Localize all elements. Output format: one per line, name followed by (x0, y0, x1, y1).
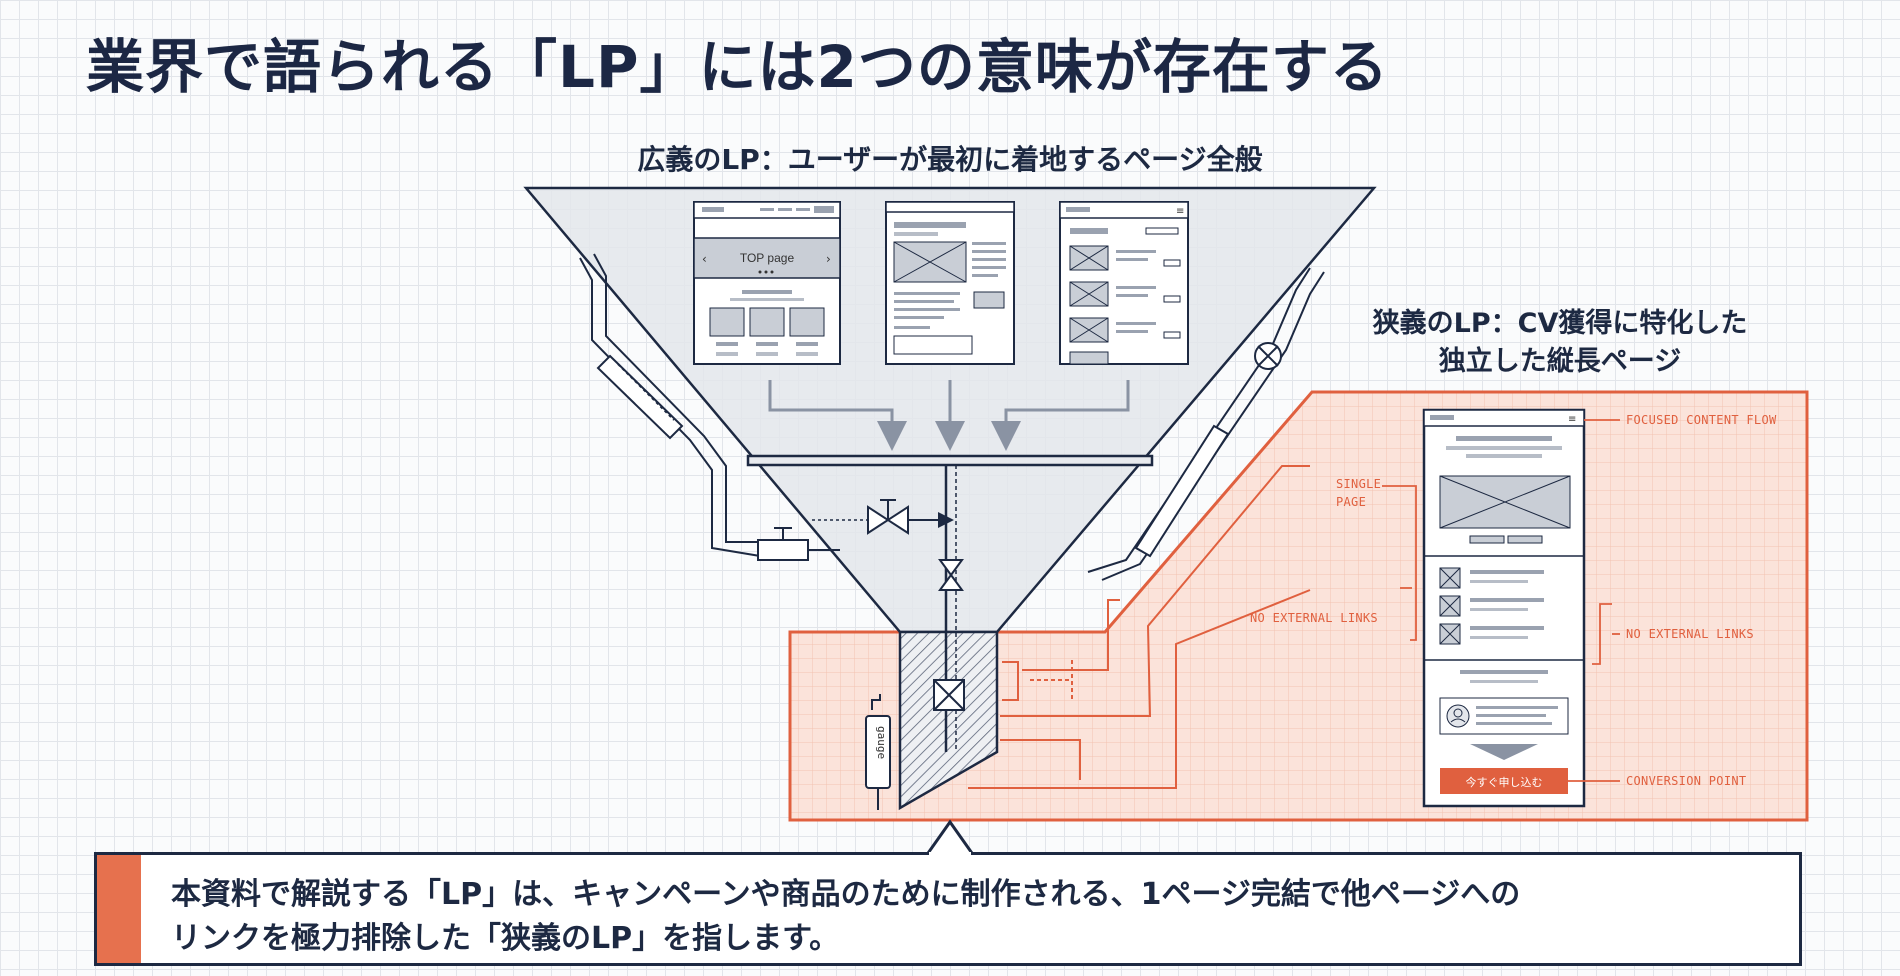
valve-icon (938, 559, 964, 591)
pipe-gauge-label: gauge (875, 726, 888, 759)
menu-icon: ≡ (1568, 414, 1576, 425)
wireframe-article-page (885, 201, 1015, 365)
focused-content-flow-label: FOCUSED CONTENT FLOW (1626, 413, 1777, 427)
avatar (1446, 704, 1470, 728)
top-page-label: TOP page (740, 251, 795, 265)
narrow-lp-label-line2: 独立した縦長ページ (1439, 345, 1681, 377)
orange-connectors (968, 465, 1311, 789)
summary-box: 本資料で解説する「LP」は、キャンペーンや商品のために制作される、1ページ完結で… (94, 852, 1802, 966)
left-pipe-system (579, 253, 891, 810)
summary-line-1: 本資料で解説する「LP」は、キャンペーンや商品のために制作される、1ページ完結で… (171, 877, 1521, 912)
cta-button-label: 今すぐ申し込む (1466, 775, 1543, 789)
cta-button[interactable] (1440, 768, 1568, 794)
wireframe-top-page: ‹ › TOP page (693, 201, 841, 365)
wireframe-long-lp: ≡ 今すぐ申し込む (1422, 408, 1586, 808)
flow-arrows (768, 380, 1130, 451)
valve-box-icon (933, 679, 965, 711)
lp-annotations (1382, 419, 1620, 782)
narrow-lp-label-line1: 狭義のLP：CV獲得に特化した (1372, 307, 1748, 339)
broad-lp-label: 広義のLP：ユーザーが最初に着地するページ全般 (637, 143, 1262, 176)
no-external-links-right-label: NO EXTERNAL LINKS (1626, 627, 1754, 641)
single-page-label-line2: PAGE (1336, 495, 1366, 509)
menu-icon: ≡ (1176, 206, 1184, 217)
chevron-left-icon: ‹ (702, 252, 707, 266)
summary-line-2: リンクを極力排除した「狭義のLP」を指します。 (171, 921, 840, 956)
chevron-right-icon: › (826, 252, 831, 266)
wireframe-list-page: ≡ (1059, 201, 1189, 365)
summary-accent-bar (97, 855, 141, 963)
callout-pointer (924, 819, 976, 857)
right-pipe-system (1087, 267, 1325, 581)
conversion-point-label: CONVERSION POINT (1626, 774, 1746, 788)
single-page-label-line1: SINGLE (1336, 477, 1381, 491)
page-title: 業界で語られる「LP」には2つの意味が存在する (86, 33, 1389, 101)
summary-text: 本資料で解説する「LP」は、キャンペーンや商品のために制作される、1ページ完結で… (171, 873, 1771, 961)
valve-icon (812, 499, 954, 535)
no-external-links-left-label: NO EXTERNAL LINKS (1250, 611, 1378, 625)
triangle-down-icon (1470, 744, 1538, 760)
